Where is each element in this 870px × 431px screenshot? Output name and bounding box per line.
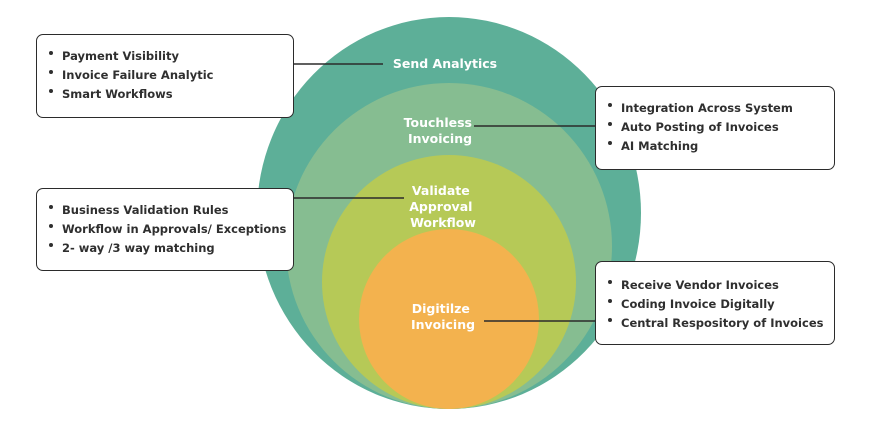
list-item: Business Validation Rules <box>37 201 293 220</box>
list-item: Auto Posting of Invoices <box>596 118 834 137</box>
send-analytics-label: Send Analytics <box>393 56 497 71</box>
touchless-invoicing-box: Integration Across System Auto Posting o… <box>595 86 835 170</box>
digitize-invoicing-circle <box>359 229 539 409</box>
send-analytics-box: Payment Visibility Invoice Failure Analy… <box>36 34 294 118</box>
list-item: AI Matching <box>596 137 834 156</box>
list-item: Payment Visibility <box>37 47 293 66</box>
digitize-invoicing-label: Digitilze Invoicing <box>411 301 475 332</box>
list-item: Central Respository of Invoices <box>596 314 834 333</box>
validate-approval-workflow-label: Validate Approval Workflow <box>409 183 477 230</box>
list-item: Integration Across System <box>596 99 834 118</box>
validate-approval-workflow-box: Business Validation Rules Workflow in Ap… <box>36 188 294 271</box>
list-item: Receive Vendor Invoices <box>596 276 834 295</box>
list-item: Coding Invoice Digitally <box>596 295 834 314</box>
validate-approval-workflow-list: Business Validation Rules Workflow in Ap… <box>37 201 293 258</box>
digitize-invoicing-box: Receive Vendor Invoices Coding Invoice D… <box>595 261 835 345</box>
touchless-invoicing-label: Touchless Invoicing <box>404 115 477 146</box>
list-item: Invoice Failure Analytic <box>37 66 293 85</box>
send-analytics-list: Payment Visibility Invoice Failure Analy… <box>37 47 293 104</box>
list-item: Workflow in Approvals/ Exceptions <box>37 220 293 239</box>
connector-lines <box>294 63 595 322</box>
touchless-invoicing-list: Integration Across System Auto Posting o… <box>596 99 834 156</box>
list-item: 2- way /3 way matching <box>37 239 293 258</box>
list-item: Smart Workflows <box>37 85 293 104</box>
digitize-invoicing-list: Receive Vendor Invoices Coding Invoice D… <box>596 276 834 333</box>
